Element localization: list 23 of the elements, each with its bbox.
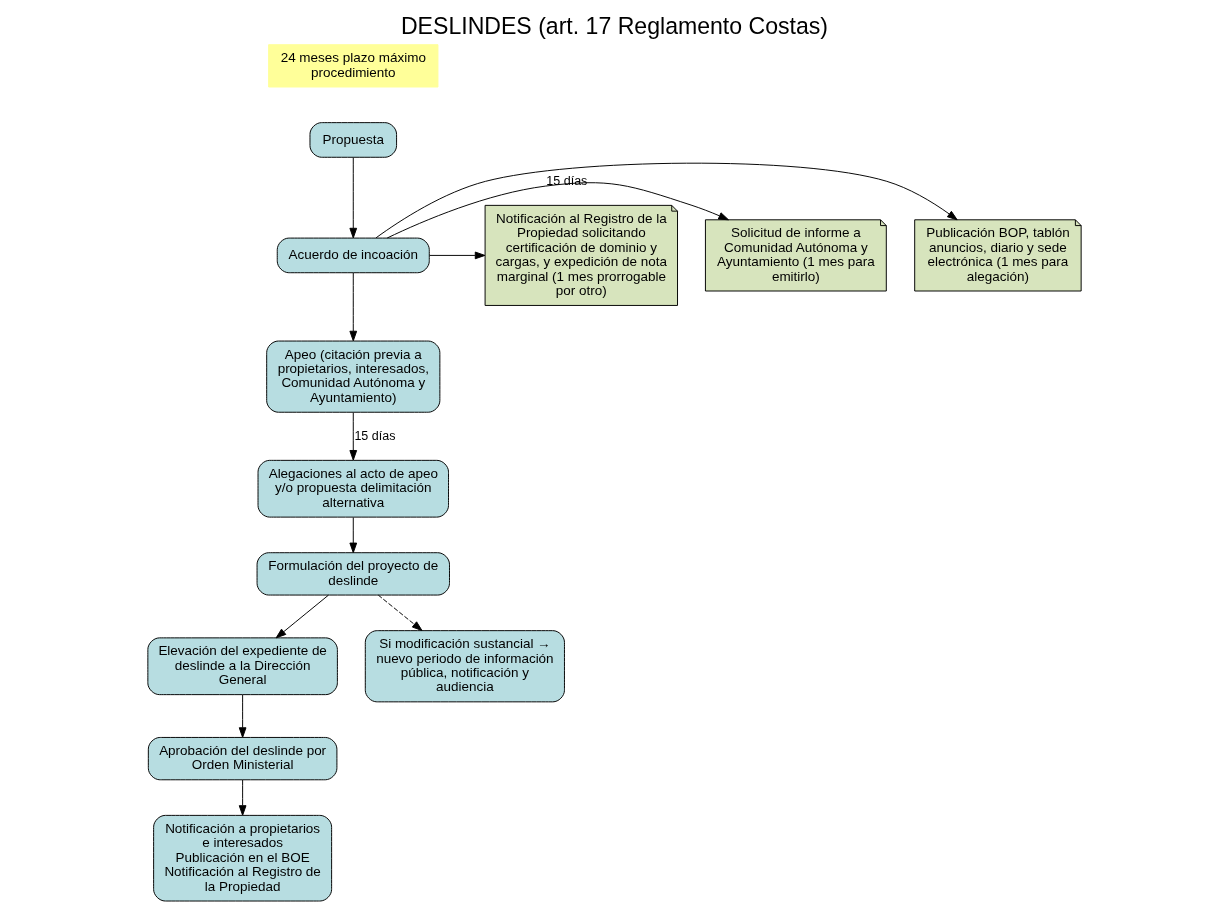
diagram-title: DESLINDES (art. 17 Reglamento Costas) [400,13,829,40]
node-box: Apeo (citación previa a propietarios, interesados, Comunidad Autónoma y Ayuntamiento) [266,340,441,413]
arrow [349,272,358,342]
node-box: Si modificación sustancial → nuevo periodo de información pública, notificación y audiencia [364,630,565,703]
arrow [386,182,729,239]
node-box: Elevación del expediente de deslinde a la Dirección General [147,637,338,696]
node-box: Notificación a propietarios e interesados Publicación en el BOE Notificación al Registro de la Propiedad [153,814,333,902]
arrow [238,694,247,738]
arrow [428,251,486,260]
arrow [377,594,423,631]
arrow [375,162,958,239]
node-box: Formulación del proyecto de deslinde [256,552,450,596]
arrow [349,516,358,554]
arrow [275,594,329,639]
arrow [238,779,247,816]
node-box: Aprobación del deslinde por Orden Ministerial [147,736,338,781]
arrow [349,411,358,461]
node-box: Propuesta [309,122,398,158]
node-box: Acuerdo de incoación [276,237,430,274]
edge-label: 15 días [354,428,396,443]
arrow [349,156,358,239]
node-box: Alegaciones al acto de apeo y/o propuesta delimitación alternativa [257,459,449,518]
node-box: 24 meses plazo máximo procedimiento [268,44,439,88]
